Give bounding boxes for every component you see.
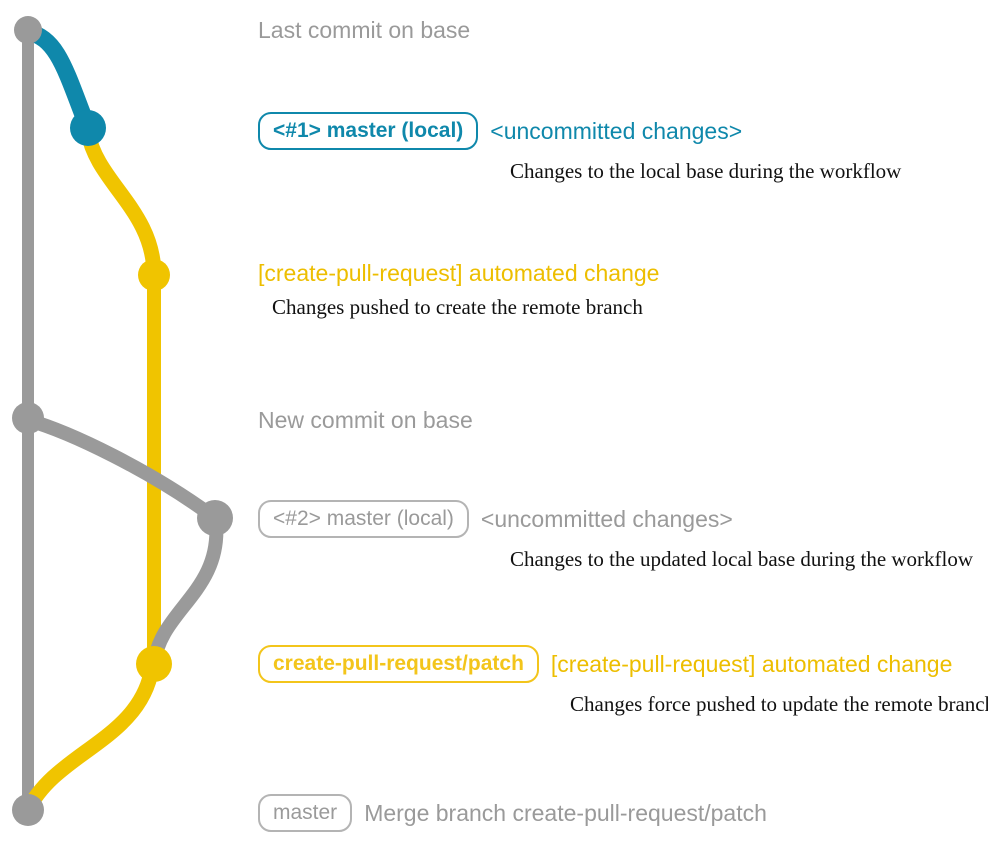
commit-headline: New commit on base (258, 407, 473, 433)
local-branch-line-gray (21, 413, 222, 525)
row-last-commit-on-base: Last commit on base (258, 17, 470, 43)
branch-badge-local-1[interactable]: <#1> master (local) (258, 112, 479, 150)
branch-graph (12, 16, 233, 826)
local-to-remote-line-gray (147, 515, 224, 671)
badge-row: master Merge branch create-pull-request/… (258, 794, 767, 832)
remote-branch-line-1 (80, 124, 162, 283)
commit-subject: <uncommitted changes> (480, 506, 733, 532)
badge-row: <#1> master (local) <uncommitted changes… (258, 112, 742, 150)
row-local-uncommitted-2: <#2> master (local) <uncommitted changes… (258, 500, 973, 571)
row-remote-automated-change-2: create-pull-request/patch [create-pull-r… (258, 645, 988, 716)
node-local-commit-1 (70, 110, 106, 146)
commit-subject: <uncommitted changes> (490, 118, 743, 144)
merge-line-yellow (20, 660, 160, 818)
commit-description: Changes force pushed to update the remot… (570, 692, 988, 716)
commit-headline: Last commit on base (258, 17, 471, 43)
commit-headline: [create-pull-request] automated change (258, 260, 660, 286)
node-new-commit-on-base (12, 402, 44, 434)
branch-badge-local-2[interactable]: <#2> master (local) (258, 500, 469, 538)
commit-description: Changes pushed to create the remote bran… (272, 295, 643, 319)
row-new-commit-on-base: New commit on base (258, 407, 473, 433)
row-remote-automated-change-1: [create-pull-request] automated change C… (258, 260, 659, 319)
commit-subject: Merge branch create-pull-request/patch (364, 800, 767, 826)
node-remote-commit-1 (138, 259, 170, 291)
node-remote-commit-2 (136, 646, 172, 682)
branch-badge-create-pull-request-patch[interactable]: create-pull-request/patch (258, 645, 539, 683)
badge-row: create-pull-request/patch [create-pull-r… (258, 645, 952, 683)
node-last-commit-on-base (14, 16, 42, 44)
row-merge-commit: master Merge branch create-pull-request/… (258, 794, 767, 832)
row-local-uncommitted-1: <#1> master (local) <uncommitted changes… (258, 112, 901, 183)
node-merge-commit (12, 794, 44, 826)
commit-description: Changes to the local base during the wor… (510, 159, 902, 183)
node-local-commit-2 (197, 500, 233, 536)
commit-description: Changes to the updated local base during… (510, 547, 974, 571)
badge-row: <#2> master (local) <uncommitted changes… (258, 500, 733, 538)
commit-subject: [create-pull-request] automated change (550, 651, 953, 677)
branch-badge-master[interactable]: master (258, 794, 353, 832)
